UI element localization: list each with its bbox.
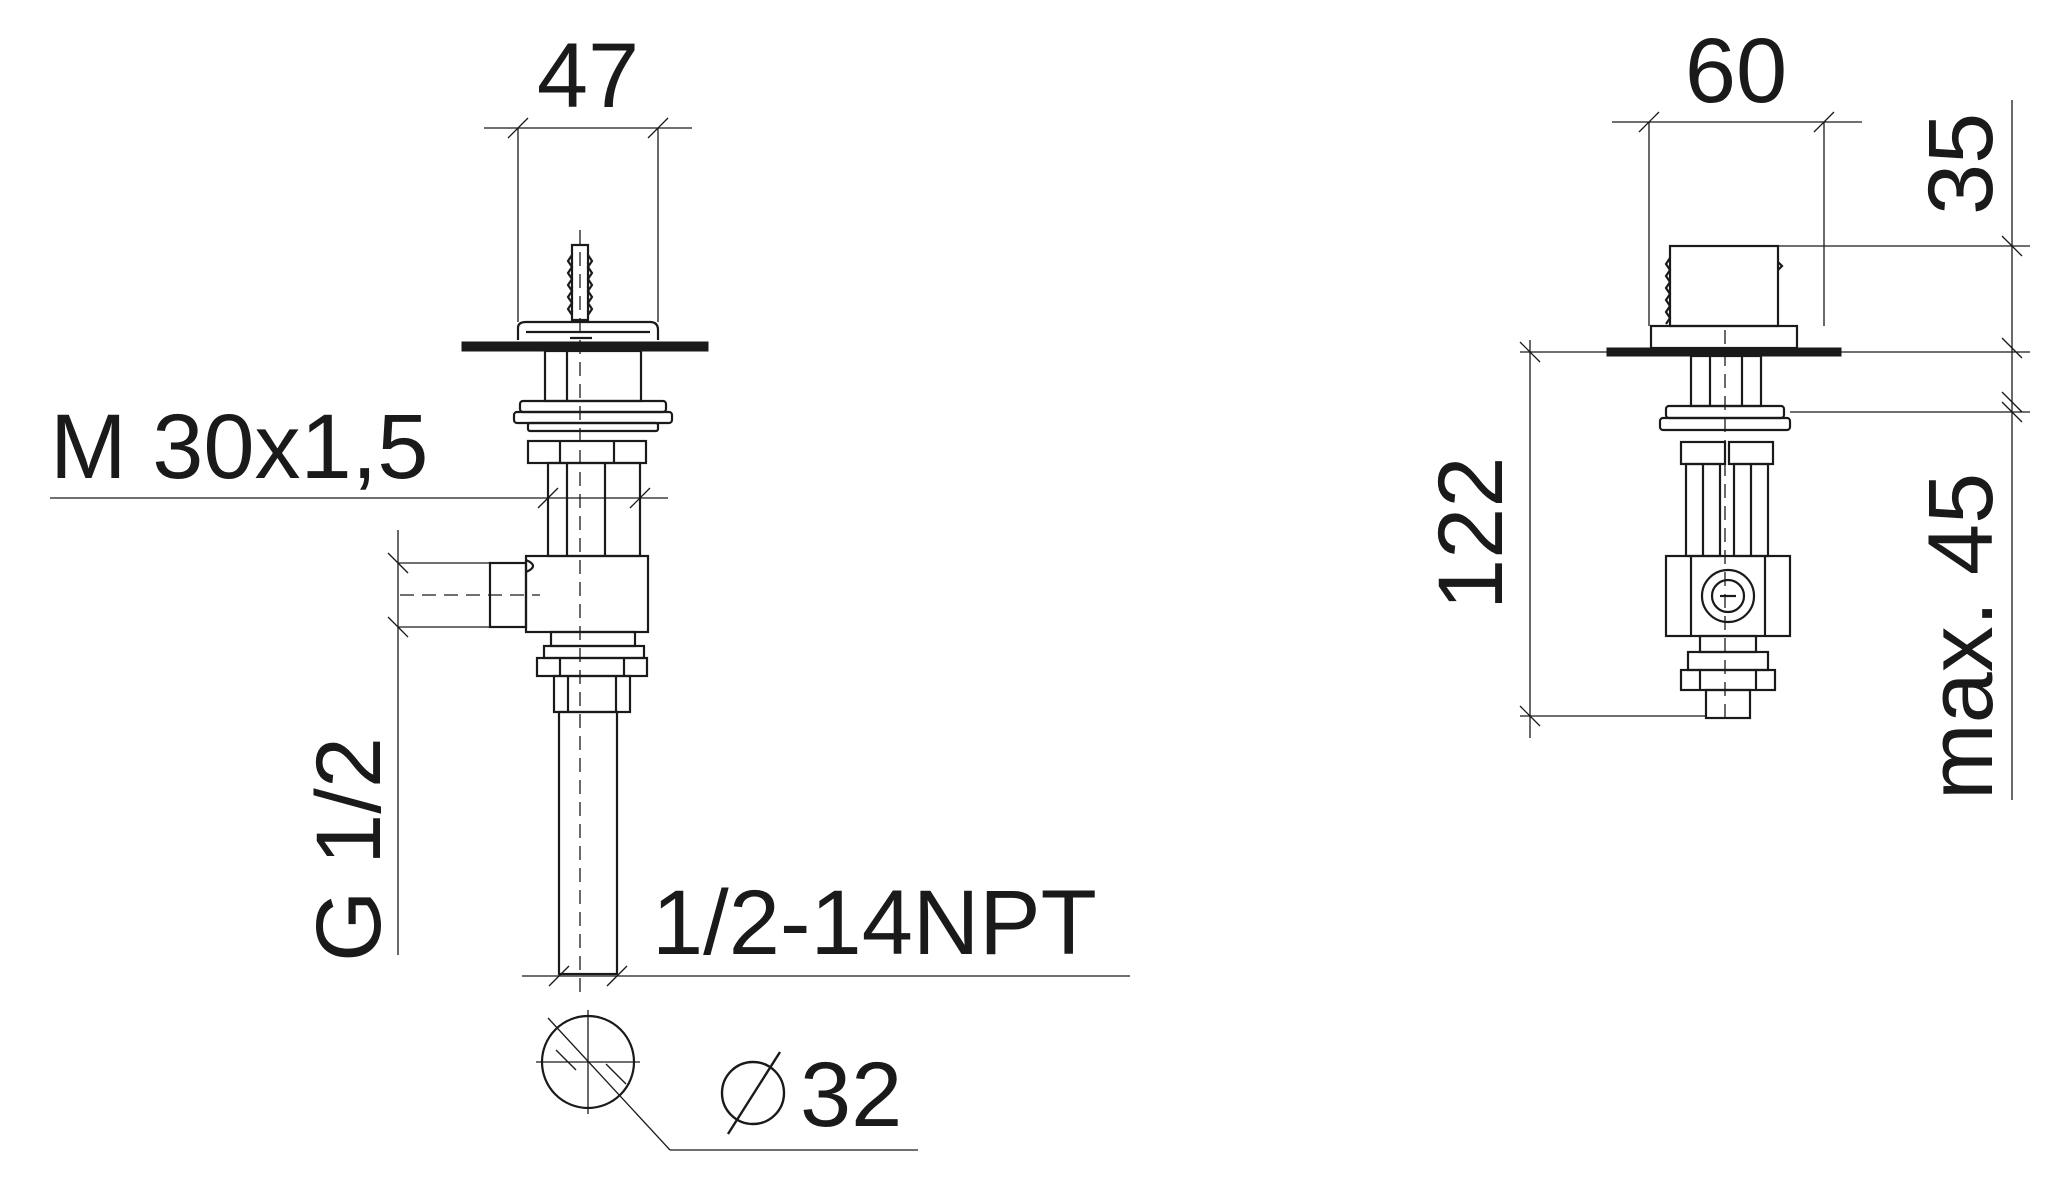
spindle-head	[1668, 244, 1780, 328]
side-view	[400, 230, 709, 1000]
dimension-60: 60	[1612, 20, 1862, 326]
deck-plate	[461, 341, 709, 352]
front-deck-plate	[1606, 347, 1842, 357]
port-icon	[1700, 568, 1756, 624]
dimension-47: 47	[484, 25, 692, 322]
pipe-label-g: G 1/2	[298, 737, 400, 962]
diameter-label-32: 32	[800, 1044, 902, 1146]
dimension-max-45: max. 45	[1790, 351, 2030, 800]
pipe-tail	[557, 710, 619, 976]
shank	[543, 349, 643, 403]
mount-label-max-45: max. 45	[1910, 473, 2012, 800]
front-view	[1606, 244, 1842, 720]
dimension-122: 122	[1420, 340, 1706, 738]
thread-label-npt: 1/2-14NPT	[652, 872, 1097, 974]
front-bottom-nut	[1679, 668, 1777, 692]
width-label-47: 47	[537, 25, 639, 127]
valve-body	[524, 554, 650, 634]
washer-upper	[518, 399, 668, 414]
dimension-thread-m: M 30x1,5	[50, 396, 668, 509]
width-label-60: 60	[1685, 20, 1787, 122]
bottom-nut	[535, 656, 649, 678]
dimension-g: G 1/2	[298, 530, 490, 962]
dimension-npt: 1/2-14NPT	[522, 872, 1130, 987]
height-label-122: 122	[1420, 457, 1522, 611]
spindle	[566, 243, 594, 322]
diameter-icon	[720, 1051, 786, 1135]
bottom-coupling	[549, 630, 637, 648]
height-label-35: 35	[1910, 113, 2012, 215]
thread-label-m: M 30x1,5	[50, 396, 428, 498]
dimension-35: 35	[1778, 100, 2030, 360]
rosette	[516, 320, 660, 340]
lock-nut	[526, 439, 648, 465]
lower-shank	[546, 461, 642, 558]
washer-lower	[512, 410, 674, 425]
front-rosette	[1649, 324, 1799, 350]
front-washer-lower	[1658, 416, 1792, 432]
dimension-diameter: 32	[536, 1010, 918, 1151]
